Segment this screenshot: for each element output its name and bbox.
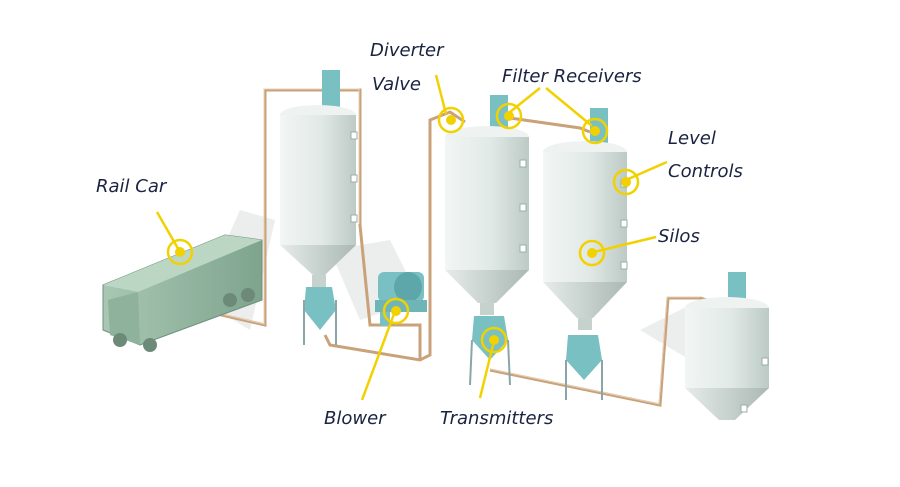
- silo-3: [543, 108, 627, 400]
- silo-4: [685, 272, 769, 420]
- label-valve: Valve: [372, 74, 421, 95]
- silo-1: [280, 70, 356, 345]
- label-blower: Blower: [324, 408, 386, 429]
- label-controls: Controls: [668, 161, 743, 182]
- blower: [375, 272, 427, 326]
- label-transmitters: Transmitters: [440, 408, 554, 429]
- conveying-pipes-highlight: [199, 88, 700, 405]
- silo-2: [445, 95, 529, 386]
- callout-markers: [155, 74, 668, 401]
- label-diverter: Diverter: [370, 40, 444, 61]
- label-level: Level: [668, 128, 716, 149]
- label-rail-car: Rail Car: [96, 176, 167, 197]
- callout-dots: [175, 111, 631, 345]
- label-filter-receivers: Filter Receivers: [502, 66, 642, 87]
- label-silos: Silos: [658, 226, 700, 247]
